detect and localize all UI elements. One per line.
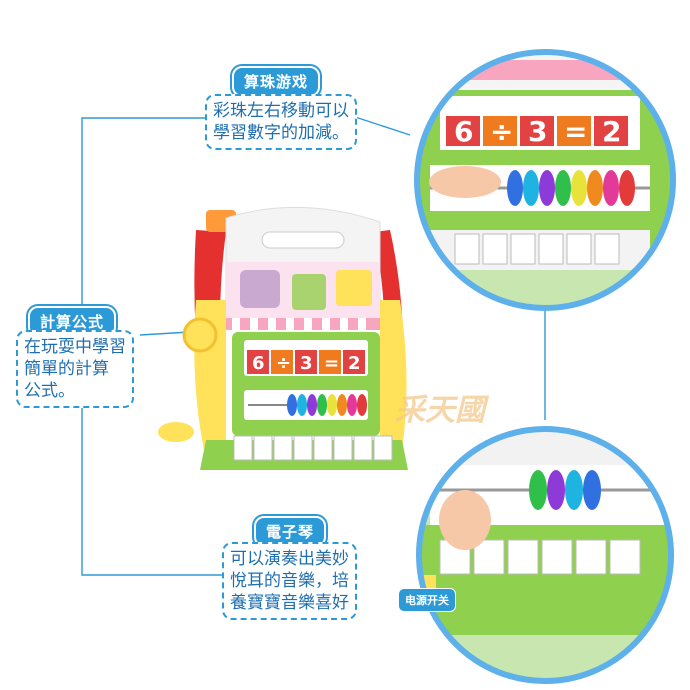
abacus-game-description: 彩珠左右移動可以 學習數字的加減。 — [205, 94, 357, 150]
watermark: 采天國 — [395, 393, 485, 428]
svg-text:3: 3 — [528, 115, 547, 148]
svg-text:=: = — [324, 353, 339, 374]
svg-text:2: 2 — [602, 115, 621, 148]
piano-title: 電子琴 — [254, 516, 327, 547]
svg-text:=: = — [564, 115, 587, 148]
power-switch-label: 电源开关 — [398, 588, 456, 612]
formula-description: 在玩耍中學習 簡單的計算 公式。 — [16, 330, 134, 408]
formula-line-2: 簡單的計算 — [24, 359, 109, 379]
svg-text:2: 2 — [348, 353, 361, 374]
abacus-game-title: 算珠游戏 — [232, 66, 321, 97]
svg-text:6: 6 — [454, 115, 473, 148]
svg-text:÷: ÷ — [276, 353, 291, 374]
abacus-line-1: 彩珠左右移動可以 — [213, 101, 349, 121]
svg-text:6: 6 — [252, 353, 265, 374]
formula-line-1: 在玩耍中學習 — [24, 337, 126, 357]
svg-text:÷: ÷ — [490, 115, 513, 148]
piano-description: 可以演奏出美妙 悅耳的音樂，培 養寶寶音樂喜好 — [222, 542, 357, 620]
piano-line-2: 悅耳的音樂，培 — [230, 571, 349, 591]
svg-text:3: 3 — [300, 353, 313, 374]
piano-line-1: 可以演奏出美妙 — [230, 549, 349, 569]
zoom-circle-top: 6 ÷ 3 = 2 — [414, 49, 676, 311]
piano-line-3: 養寶寶音樂喜好 — [230, 593, 349, 613]
toy-house: 6 ÷ 3 = 2 — [158, 206, 408, 470]
zoom-circle-bottom — [416, 426, 674, 684]
formula-line-3: 公式。 — [24, 381, 75, 401]
abacus-line-2: 學習數字的加減。 — [213, 123, 349, 143]
